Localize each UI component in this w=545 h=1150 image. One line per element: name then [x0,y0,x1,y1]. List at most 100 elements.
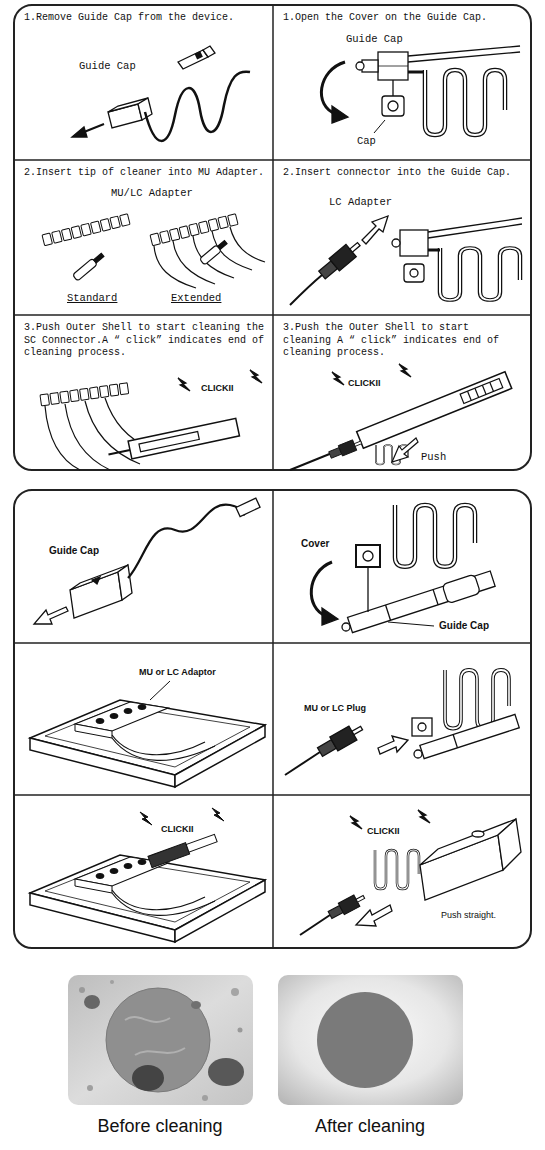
illustration-part [72,252,105,281]
illustration-part [199,239,228,265]
illustration-part [203,46,215,57]
illustration-part [132,1065,164,1091]
illustration-part [236,498,260,516]
illustration-part [110,980,114,984]
plug-click-cleaning [300,810,521,935]
connector-insertion [290,216,522,305]
illustration-part [272,5,274,470]
illustration-part [250,370,262,383]
illustration-part [70,390,79,402]
part-label: MU or LC Plug [303,703,367,714]
plug-insertion [285,670,519,775]
variant-label: Extended [170,292,222,305]
illustration-part [498,819,521,870]
illustration-part [218,216,228,229]
illustration-part [490,382,494,391]
step-instruction: 3.Push the Outer Shell to start cleaning… [283,322,523,360]
step-panel: 3.Push the Outer Shell to start cleaning… [273,315,531,470]
part-label: Guide Cap [78,60,137,73]
illustration-part [356,905,392,926]
illustration-part [139,432,199,452]
illustration-part [392,438,418,462]
illustration-part [468,391,472,400]
cover-opening [321,46,520,135]
illustration-part [300,915,330,935]
illustration-part [408,52,520,62]
before-photo [68,975,253,1105]
illustration-part [150,681,170,700]
illustration-part [118,565,132,600]
part-label: Guide Cap [345,33,404,46]
photo-caption: Before cleaning [96,1116,223,1138]
illustration-part [179,226,189,239]
illustration-part [395,505,475,567]
illustration-part [99,386,108,398]
illustration-part [440,248,520,300]
part-label: Guide Cap [438,620,490,632]
click-sound: CLICKII [347,378,382,389]
illustration-part [404,264,424,282]
illustration-part [316,721,366,759]
illustration-part [208,1058,244,1086]
illustration-part [84,124,104,132]
part-label: LC Adapter [328,196,393,209]
illustration-part [399,364,411,377]
illustration-part [72,127,87,137]
illustration-part [475,388,479,397]
illustration-part [412,718,432,736]
illustration-part [14,794,531,796]
step-instruction: 2.Insert connector into the Guide Cap. [283,167,523,180]
illustration-part [392,80,393,96]
illustration-part [362,216,388,244]
click-sound: CLICKII [200,383,235,394]
illustration-part [420,714,519,758]
illustration-part [50,392,59,404]
illustration-part [367,567,368,612]
illustration-part [68,975,253,1105]
illustration-part [231,988,239,996]
illustration-part [65,404,110,470]
illustration-part [94,253,104,262]
illustration-part [378,66,408,67]
guide-cap-removal-2 [34,498,260,624]
illustration-part [202,1095,208,1101]
illustration-part [238,1028,243,1033]
illustration-part [228,214,238,227]
guide-cap-removal [72,46,250,141]
illustration-part [160,231,170,244]
illustration-part [70,572,122,618]
illustration-part [60,391,69,403]
step-panel: 1.Remove Guide Cap from the device. [14,5,273,160]
illustration-part [236,498,260,516]
bottom-frame [14,490,531,948]
part-label: Cover [300,538,330,550]
illustration-part [328,437,363,460]
illustration-part [347,569,496,634]
step-panel: 2.Insert connector into the Guide Cap. [273,160,531,315]
illustration-part [148,832,218,867]
illustration-part [418,723,426,731]
illustration-part [425,70,505,135]
illustration-part [128,418,239,458]
illustration-part [408,71,425,74]
lc-click-cleaning [290,364,512,470]
illustration-part [482,385,486,394]
illustration-part [154,246,196,288]
adapter-tray [30,681,265,787]
illustration-part [148,843,190,868]
illustration-part [453,735,457,748]
illustration-part [42,214,130,246]
top-frame [14,5,531,470]
illustration-part [410,269,418,277]
illustration-part [84,995,100,1009]
illustration-part [332,372,344,385]
illustration-part [14,490,531,948]
after-photo [278,975,463,1105]
illustration-part [356,545,380,567]
illustration-part [108,450,130,455]
illustration-part [42,233,52,246]
illustration-part [110,216,120,229]
adapter-cleaning [42,214,265,288]
part-label: Cap [356,135,377,148]
